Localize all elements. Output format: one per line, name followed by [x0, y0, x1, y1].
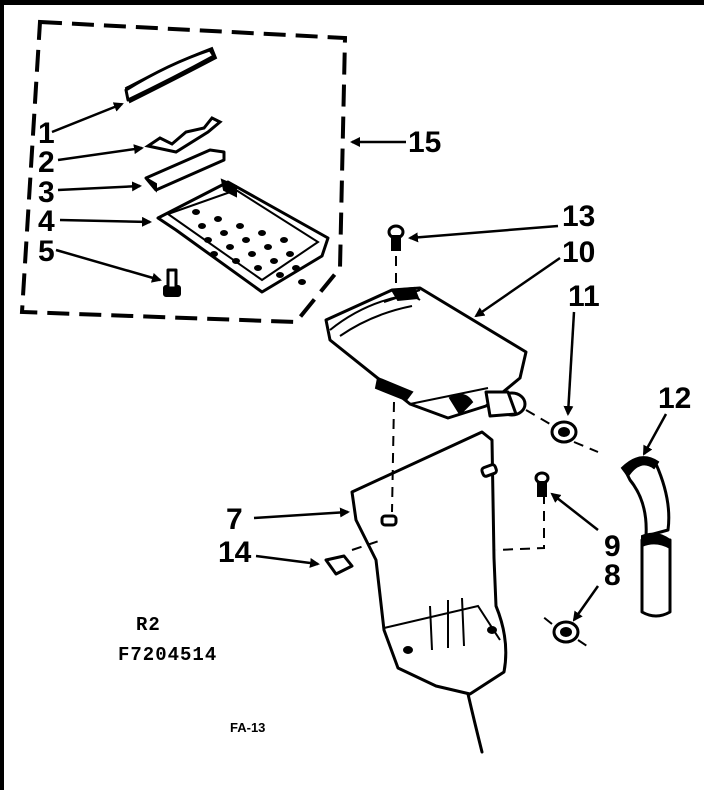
part-7-bracket	[350, 430, 508, 754]
tray-hole	[232, 258, 240, 264]
part-13-screw	[387, 224, 405, 251]
assembly-guide-lines	[351, 256, 599, 649]
tray-hole	[204, 237, 212, 243]
model-code-line2: F7204514	[118, 644, 217, 666]
part-3-slide-bar	[144, 148, 226, 193]
callout-5: 5	[38, 235, 55, 268]
callout-7: 7	[226, 503, 243, 536]
tray-hole	[198, 223, 206, 229]
callout-10: 10	[562, 236, 595, 269]
callout-13: 13	[562, 200, 595, 233]
callout-8: 8	[604, 559, 621, 592]
part-4-dispenser-tray	[156, 178, 330, 294]
part-1-cover	[124, 46, 218, 104]
part-14-clip	[324, 554, 354, 576]
tray-hole	[220, 230, 228, 236]
callout-14: 14	[218, 536, 252, 569]
tray-hole	[214, 216, 222, 222]
tray-hole	[298, 279, 306, 285]
callout-11: 11	[568, 280, 600, 313]
tray-holes	[192, 209, 306, 285]
callout-9: 9	[604, 530, 621, 563]
callout-1: 1	[38, 117, 55, 150]
part-5-screw	[163, 268, 181, 297]
callout-4: 4	[38, 205, 55, 238]
callout-2: 2	[38, 146, 55, 179]
part-8-clamp	[552, 620, 580, 644]
part-11-clamp	[550, 420, 578, 444]
callout-3: 3	[38, 176, 55, 209]
tray-hole	[210, 251, 218, 257]
leader-arrows	[51, 102, 668, 622]
part-9-screw	[534, 471, 550, 497]
tray-hole	[292, 265, 300, 271]
tray-hole	[254, 265, 262, 271]
tray-hole	[264, 244, 272, 250]
callout-15: 15	[408, 126, 441, 159]
part-10-dispenser-housing	[324, 286, 528, 420]
tray-hole	[270, 258, 278, 264]
part-12-hose	[620, 456, 672, 618]
callout-12: 12	[658, 382, 691, 415]
tray-hole	[192, 209, 200, 215]
part-2-spring-clip	[144, 116, 223, 154]
tray-hole	[280, 237, 288, 243]
tray-hole	[248, 251, 256, 257]
tray-hole	[242, 237, 250, 243]
figure-id: FA-13	[230, 720, 265, 735]
model-code-line1: R2	[136, 614, 161, 636]
tray-hole	[258, 230, 266, 236]
tray-hole	[236, 223, 244, 229]
tray-hole	[276, 272, 284, 278]
tray-hole	[286, 251, 294, 257]
tray-hole	[226, 244, 234, 250]
